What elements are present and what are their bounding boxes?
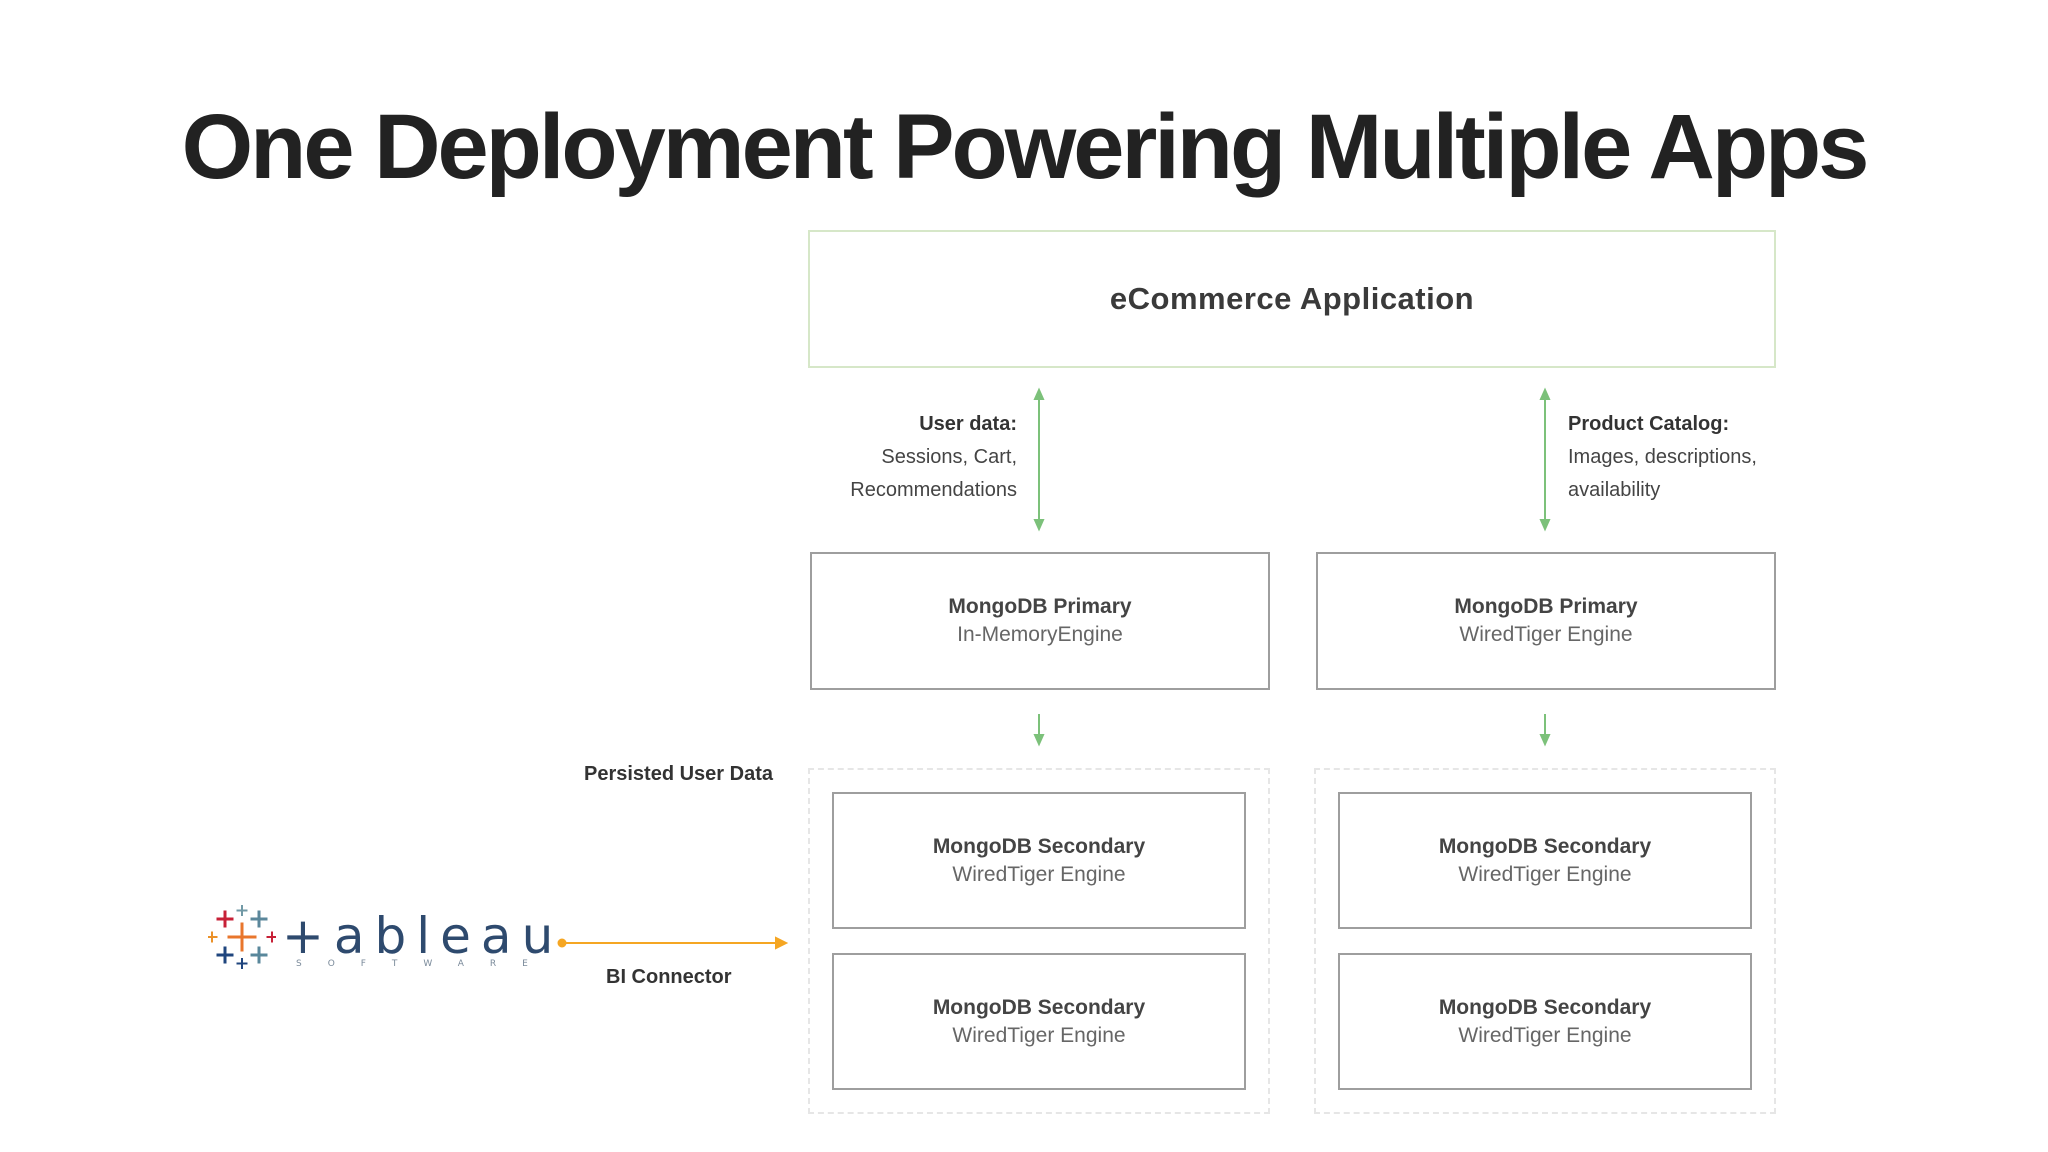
right-primary-title: MongoDB Primary xyxy=(1454,595,1638,618)
user-data-line-1: Sessions, Cart, xyxy=(881,446,1017,468)
left-secondary-1-engine: WiredTiger Engine xyxy=(952,862,1126,886)
user-data-label: User data: Sessions, Cart, Recommendatio… xyxy=(760,408,1017,507)
right-secondary-2-engine: WiredTiger Engine xyxy=(1458,1023,1632,1047)
right-secondary-1-engine: WiredTiger Engine xyxy=(1458,862,1632,886)
product-catalog-line-1: Images, descriptions, xyxy=(1568,446,1757,468)
tableau-logo-wordmark: +ableau xyxy=(282,907,564,965)
bi-connector-label: BI Connector xyxy=(606,966,732,988)
right-primary-box: MongoDB Primary WiredTiger Engine xyxy=(1316,552,1776,690)
left-primary-box: MongoDB Primary In-MemoryEngine xyxy=(810,552,1270,690)
bi-connector-arrow xyxy=(557,936,789,950)
right-primary-engine: WiredTiger Engine xyxy=(1459,623,1633,646)
right-secondary-box-1: MongoDB Secondary WiredTiger Engine xyxy=(1338,792,1752,929)
ecommerce-app-label: eCommerce Application xyxy=(1109,281,1475,316)
ecommerce-app-box: eCommerce Application xyxy=(808,230,1776,368)
tableau-logo-subtitle: SOFTWARE xyxy=(296,959,554,969)
left-secondary-2-title: MongoDB Secondary xyxy=(932,995,1146,1019)
tableau-cross-icon xyxy=(208,905,276,969)
page-title: One Deployment Powering Multiple Apps xyxy=(181,96,1870,198)
right-secondary-1-title: MongoDB Secondary xyxy=(1438,834,1652,858)
persisted-user-data-label: Persisted User Data xyxy=(584,763,773,785)
product-catalog-heading: Product Catalog: xyxy=(1568,413,1730,435)
left-secondary-1-title: MongoDB Secondary xyxy=(932,834,1146,858)
left-primary-title: MongoDB Primary xyxy=(948,595,1132,618)
left-secondary-box-2: MongoDB Secondary WiredTiger Engine xyxy=(832,953,1246,1090)
product-catalog-line-2: availability xyxy=(1568,479,1661,501)
left-secondary-group xyxy=(808,768,1270,1114)
right-secondary-group xyxy=(1314,768,1776,1114)
left-secondary-2-engine: WiredTiger Engine xyxy=(952,1023,1126,1047)
product-catalog-label: Product Catalog: Images, descriptions, a… xyxy=(1568,408,1868,507)
right-secondary-2-title: MongoDB Secondary xyxy=(1438,995,1652,1019)
left-secondary-box-1: MongoDB Secondary WiredTiger Engine xyxy=(832,792,1246,929)
user-data-line-2: Recommendations xyxy=(850,479,1017,501)
user-data-heading: User data: xyxy=(919,413,1017,435)
right-secondary-box-2: MongoDB Secondary WiredTiger Engine xyxy=(1338,953,1752,1090)
left-primary-engine: In-MemoryEngine xyxy=(957,623,1123,646)
